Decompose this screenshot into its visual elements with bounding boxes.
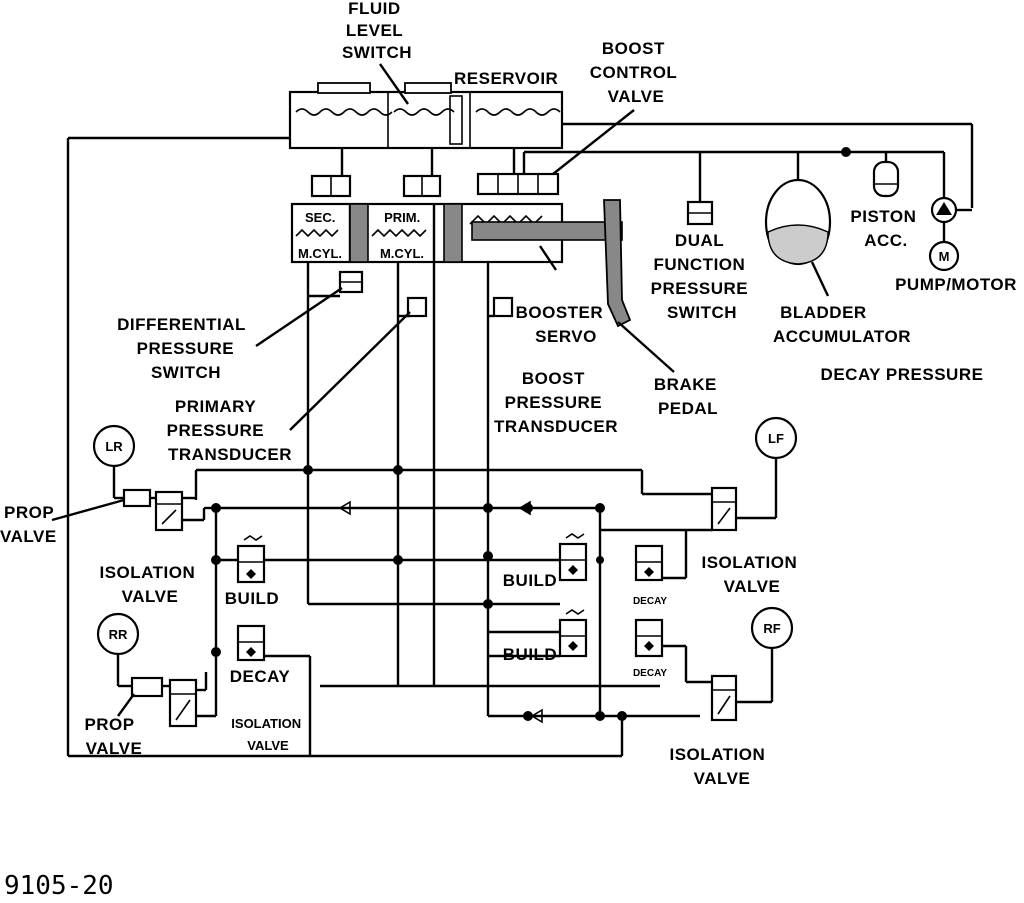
isolation-valve-rr-label: ISOLATION VALVE: [231, 716, 304, 753]
wheel-lf: [736, 416, 798, 520]
booster-servo-label: BOOSTER SERVO: [516, 303, 609, 346]
figure-id: 9105-20: [4, 871, 114, 898]
isolation-valve-lf: [710, 486, 738, 532]
reservoir: [288, 82, 564, 150]
boost-control-valve-label: BOOST CONTROL VALVE: [590, 39, 682, 106]
fluid-level-switch-label: FLUID LEVEL SWITCH: [342, 0, 412, 62]
isolation-valve-rf: [710, 674, 738, 722]
wheel-lf-label: LF: [768, 431, 784, 446]
dual-function-pressure-switch-label: DUAL FUNCTION PRESSURE SWITCH: [651, 231, 754, 322]
boost-pressure-transducer-label: BOOST PRESSURE TRANSDUCER: [494, 369, 618, 436]
build-right-upper-label: BUILD: [503, 571, 557, 590]
piston-accumulator: [872, 160, 900, 198]
valve-blocks: [310, 172, 560, 198]
master-cylinder-assembly: [290, 199, 632, 328]
wheel-rf-label: RF: [763, 621, 780, 636]
differential-pressure-switch-label: DIFFERENTIAL PRESSURE SWITCH: [117, 315, 251, 382]
brake-pedal-label: BRAKE PEDAL: [654, 375, 722, 418]
decay-valve-right-upper: [634, 544, 664, 582]
wheel-rr-label: RR: [109, 627, 128, 642]
prop-valve-lr: [122, 488, 156, 508]
motor-symbol: M: [939, 249, 950, 264]
isolation-valve-rf-label: ISOLATION VALVE: [669, 745, 770, 788]
sensors: [338, 270, 514, 318]
bladder-accumulator: [764, 178, 832, 266]
piston-acc-label: PISTON ACC.: [850, 207, 921, 250]
build-left-label: BUILD: [225, 589, 279, 608]
prop-valve-lr-label: PROP VALVE: [0, 503, 59, 546]
decay-valve-right-lower: [634, 618, 664, 658]
check-valves: [338, 500, 543, 724]
sec-mcyl-label: SEC. M.CYL.: [298, 210, 342, 261]
build-valve-left: [236, 535, 266, 584]
reservoir-label: RESERVOIR: [454, 69, 558, 88]
wheel-rr: [96, 612, 140, 688]
dual-function-pressure-switch: [686, 200, 714, 226]
build-valve-right-lower: [558, 609, 588, 658]
build-right-lower-label: BUILD: [503, 645, 557, 664]
isolation-valve-lr-label: ISOLATION VALVE: [99, 563, 200, 606]
decay-valve-left: [236, 624, 266, 662]
prop-valve-rr-label: PROP VALVE: [84, 715, 142, 758]
prim-mcyl-label: PRIM. M.CYL.: [380, 210, 424, 261]
pump-motor: [928, 196, 972, 272]
isolation-valve-lf-label: ISOLATION VALVE: [701, 553, 802, 596]
prop-valve-rr: [130, 676, 170, 698]
decay-right-upper-label: DECAY: [633, 596, 667, 607]
wheel-rf: [736, 606, 794, 704]
supply-lines: [66, 122, 974, 758]
wheel-lr: [92, 424, 136, 500]
isolation-valve-rr: [168, 672, 216, 728]
decay-right-lower-label: DECAY: [633, 668, 667, 679]
isolation-valve-lr: [154, 490, 216, 532]
decay-left-label: DECAY: [230, 667, 291, 686]
build-valve-right-upper: [558, 533, 588, 582]
pump-motor-label: PUMP/MOTOR: [895, 275, 1017, 294]
primary-pressure-transducer-label: PRIMARY PRESSURE TRANSDUCER: [167, 397, 292, 464]
wheel-lr-label: LR: [105, 439, 123, 454]
bladder-accumulator-label: BLADDER ACCUMULATOR: [773, 303, 911, 346]
decay-pressure-label: DECAY PRESSURE: [821, 365, 984, 384]
